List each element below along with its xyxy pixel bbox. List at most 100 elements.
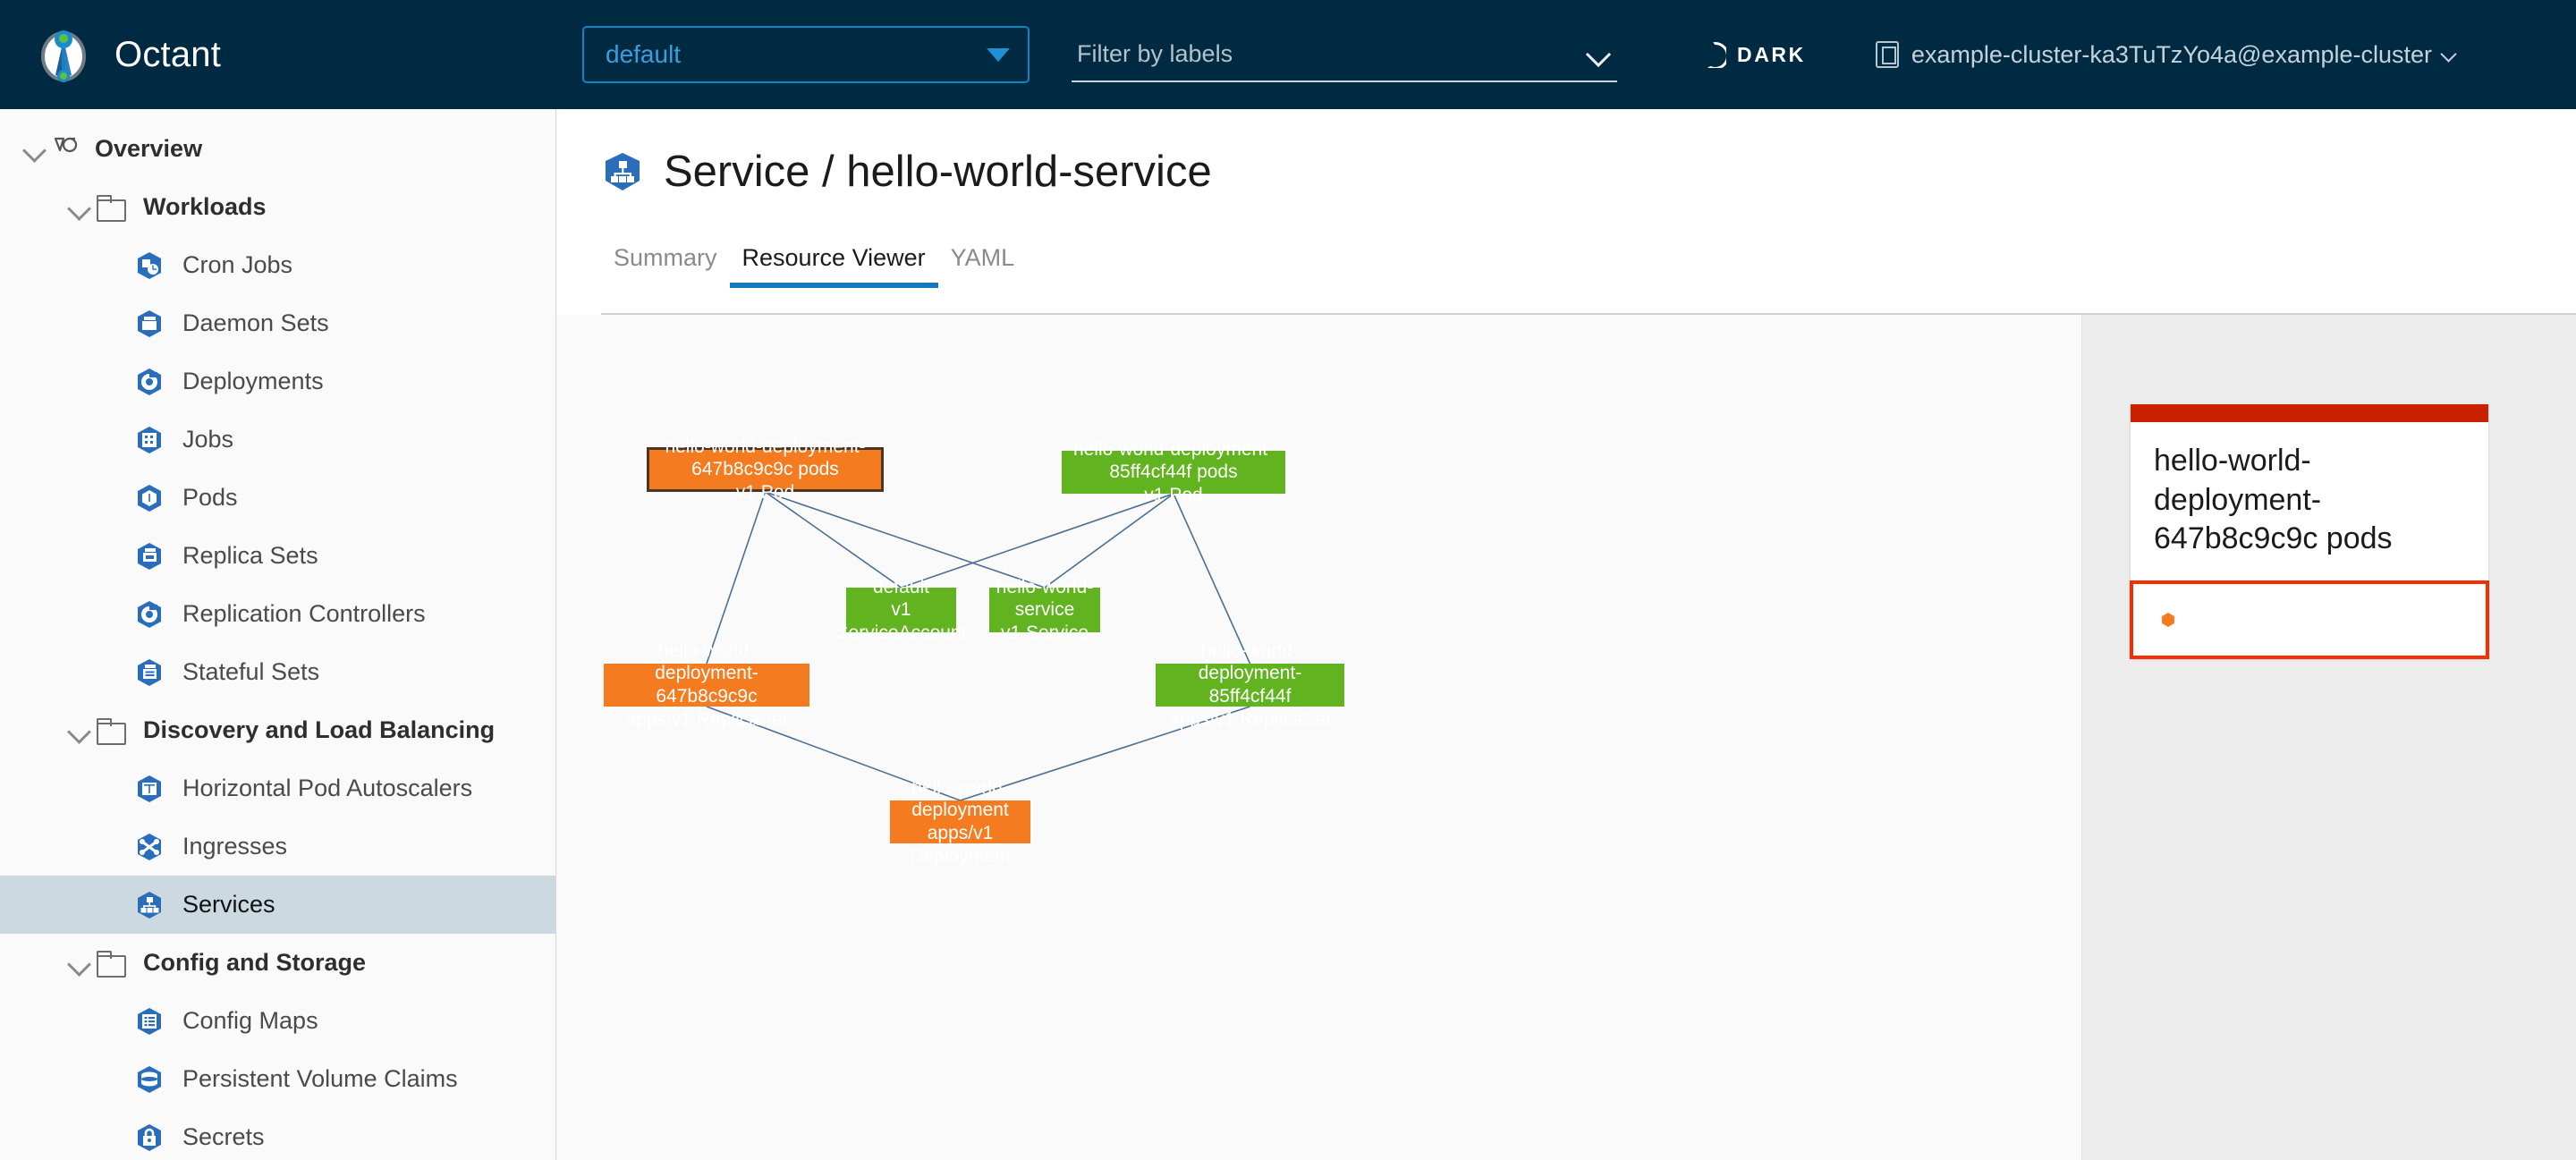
tab-label: YAML bbox=[950, 244, 1015, 271]
octant-logo-icon bbox=[36, 27, 91, 82]
overview-icon bbox=[50, 135, 82, 164]
sidebar-item-label: Pods bbox=[182, 484, 238, 511]
namespace-select[interactable]: default bbox=[582, 26, 1030, 83]
sidebar-item-secrets[interactable]: Secrets bbox=[0, 1108, 555, 1160]
sidebar-item-workloads[interactable]: Workloads bbox=[0, 178, 555, 236]
detail-status-box[interactable] bbox=[2130, 580, 2489, 659]
theme-toggle[interactable]: DARK bbox=[1699, 41, 1806, 68]
brand-name: Octant bbox=[114, 34, 222, 74]
pvc-icon bbox=[134, 1064, 165, 1095]
namespace-value: default bbox=[606, 40, 682, 68]
sidebar-item-pods[interactable]: Pods bbox=[0, 469, 555, 527]
cluster-icon bbox=[1875, 41, 1899, 68]
sidebar-item-label: Replication Controllers bbox=[182, 600, 426, 627]
tab-label: Resource Viewer bbox=[741, 244, 926, 271]
chevron-down-icon[interactable] bbox=[1589, 44, 1608, 64]
sidebar-item-label: Workloads bbox=[143, 193, 267, 220]
sidebar-item-daemon-sets[interactable]: Daemon Sets bbox=[0, 294, 555, 352]
chevron-down-icon[interactable] bbox=[20, 134, 50, 165]
sidebar-item-label: Jobs bbox=[182, 426, 234, 453]
status-dot-icon bbox=[2160, 612, 2176, 628]
graph-node-name: hello-world-deployment-85ff4cf44f pods bbox=[1072, 438, 1275, 483]
sidebar-item-config-and-storage[interactable]: Config and Storage bbox=[0, 934, 555, 992]
sidebar-item-deployments[interactable]: Deployments bbox=[0, 352, 555, 411]
cluster-context-label: example-cluster-ka3TuTzYo4a@example-clus… bbox=[1911, 40, 2432, 68]
configmap-icon bbox=[134, 1006, 165, 1037]
sidebar-item-services[interactable]: Services bbox=[0, 876, 555, 934]
deployment-icon bbox=[134, 367, 165, 397]
sidebar-item-label: Horizontal Pod Autoscalers bbox=[182, 775, 473, 801]
chevron-down-icon[interactable] bbox=[64, 715, 95, 746]
sidebar-item-horizontal-pod-autoscalers[interactable]: Horizontal Pod Autoscalers bbox=[0, 759, 555, 817]
graph-node-kind: v1 ServiceAccount bbox=[835, 599, 967, 643]
theme-toggle-label: DARK bbox=[1737, 42, 1806, 66]
detail-title: hello-world-deployment-647b8c9c9c pods bbox=[2154, 444, 2393, 556]
sidebar-item-cron-jobs[interactable]: Cron Jobs bbox=[0, 236, 555, 294]
graph-edge bbox=[1173, 493, 1251, 665]
graph-node-name: hello-world-deployment bbox=[911, 776, 1009, 821]
label-filter-input[interactable]: Filter by labels bbox=[1072, 27, 1617, 82]
tab-yaml[interactable]: YAML bbox=[938, 244, 1028, 288]
page-title: Service / hello-world-service bbox=[556, 109, 2576, 197]
job-icon bbox=[134, 425, 165, 455]
graph-node-kind: v1 Service bbox=[1000, 622, 1089, 643]
page-title-text: Service / hello-world-service bbox=[664, 148, 1212, 196]
tab-label: Summary bbox=[614, 244, 717, 271]
replicationcontroller-icon bbox=[134, 599, 165, 630]
chevron-down-icon[interactable] bbox=[64, 192, 95, 223]
graph-edge bbox=[960, 706, 1250, 801]
graph-edge bbox=[901, 493, 1174, 588]
sidebar-item-replication-controllers[interactable]: Replication Controllers bbox=[0, 585, 555, 643]
graph-node-kind: v1 Pod bbox=[1144, 484, 1203, 505]
resource-viewer: hello-world-deployment-647b8c9c9c pods v1… bbox=[556, 315, 2576, 1160]
cluster-context-select[interactable]: example-cluster-ka3TuTzYo4a@example-clus… bbox=[1875, 40, 2455, 69]
caret-down-icon bbox=[987, 47, 1010, 62]
replicaset-icon bbox=[134, 541, 165, 572]
sidebar-item-persistent-volume-claims[interactable]: Persistent Volume Claims bbox=[0, 1050, 555, 1108]
sidebar-item-discovery-and-load-balancing[interactable]: Discovery and Load Balancing bbox=[0, 701, 555, 759]
moon-icon bbox=[1699, 41, 1726, 68]
service-icon bbox=[601, 150, 644, 193]
tab-rule bbox=[601, 313, 2576, 315]
hpa-icon bbox=[134, 774, 165, 804]
secret-icon bbox=[134, 1122, 165, 1153]
sidebar-item-label: Services bbox=[182, 891, 275, 918]
sidebar-item-label: Discovery and Load Balancing bbox=[143, 716, 496, 743]
app-header: Octant default Filter by labels DARK exa… bbox=[0, 0, 2576, 109]
sidebar-item-label: Overview bbox=[95, 135, 203, 162]
tab-bar[interactable]: Summary Resource Viewer YAML bbox=[601, 229, 2576, 288]
sidebar-item-label: Config Maps bbox=[182, 1007, 318, 1034]
tab-resource-viewer[interactable]: Resource Viewer bbox=[729, 244, 938, 288]
sidebar-item-overview[interactable]: Overview bbox=[0, 120, 555, 178]
daemonset-icon bbox=[134, 309, 165, 339]
sidebar-item-label: Deployments bbox=[182, 368, 324, 394]
sidebar-item-ingresses[interactable]: Ingresses bbox=[0, 817, 555, 876]
sidebar-item-label: Cron Jobs bbox=[182, 251, 293, 278]
sidebar-item-label: Secrets bbox=[182, 1123, 265, 1150]
graph-edges bbox=[706, 491, 1251, 801]
sidebar-item-replica-sets[interactable]: Replica Sets bbox=[0, 527, 555, 585]
sidebar-item-stateful-sets[interactable]: Stateful Sets bbox=[0, 643, 555, 701]
label-filter-placeholder: Filter by labels bbox=[1077, 39, 1233, 67]
sidebar-item-config-maps[interactable]: Config Maps bbox=[0, 992, 555, 1050]
tab-summary[interactable]: Summary bbox=[601, 244, 730, 288]
chevron-down-icon[interactable] bbox=[64, 948, 95, 978]
sidebar-item-label: Daemon Sets bbox=[182, 309, 329, 336]
graph-node-name: hello-world-deployment-647b8c9c9c pods bbox=[665, 436, 866, 480]
resource-graph-canvas[interactable]: hello-world-deployment-647b8c9c9c pods v1… bbox=[556, 315, 2082, 1160]
brand[interactable]: Octant bbox=[0, 27, 555, 82]
folder-icon bbox=[95, 718, 126, 745]
folder-icon bbox=[95, 195, 126, 222]
graph-node-name: hello-world-deployment-647b8c9c9c bbox=[655, 639, 758, 707]
sidebar-item-jobs[interactable]: Jobs bbox=[0, 411, 555, 469]
sidebar-item-label: Persistent Volume Claims bbox=[182, 1065, 458, 1092]
